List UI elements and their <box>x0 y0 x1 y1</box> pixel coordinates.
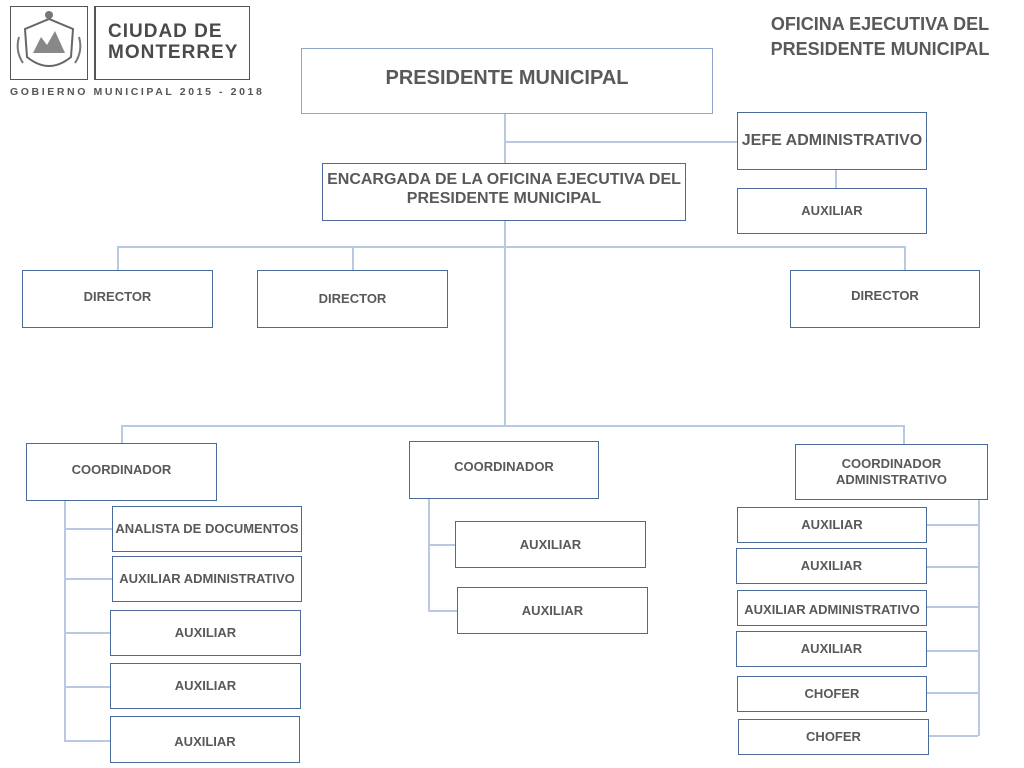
node-label: DIRECTOR <box>318 291 387 307</box>
node-label: COORDINADOR <box>454 459 554 475</box>
node-label: AUXILIAR <box>174 678 237 694</box>
connector <box>504 114 506 164</box>
connector <box>928 735 978 737</box>
node-director-2: DIRECTOR <box>257 270 448 328</box>
node-c3-item-2: AUXILIAR <box>736 548 927 584</box>
connector <box>64 528 112 530</box>
connector <box>64 632 112 634</box>
node-c2-item-1: AUXILIAR <box>455 521 646 568</box>
logo-wordmark: CIUDAD DE MONTERREY <box>96 6 250 80</box>
node-coordinador-2: COORDINADOR <box>409 441 599 499</box>
node-encargada: ENCARGADA DE LA OFICINA EJECUTIVA DEL PR… <box>322 163 686 221</box>
node-coordinador-1: COORDINADOR <box>26 443 217 501</box>
page-title-line-1: OFICINA EJECUTIVA DEL <box>770 14 990 34</box>
page-title-line-2: PRESIDENTE MUNICIPAL <box>770 39 990 60</box>
connector <box>117 246 905 248</box>
node-c3-item-3: AUXILIAR ADMINISTRATIVO <box>737 590 927 626</box>
connector <box>64 686 112 688</box>
node-label: AUXILIAR ADMINISTRATIVO <box>744 601 920 617</box>
node-c3-item-1: AUXILIAR <box>737 507 927 543</box>
node-c1-item-2: AUXILIAR ADMINISTRATIVO <box>112 556 302 602</box>
node-c2-item-2: AUXILIAR <box>457 587 648 634</box>
connector <box>117 246 119 270</box>
node-presidente: PRESIDENTE MUNICIPAL <box>301 48 713 114</box>
logo-subtitle: GOBIERNO MUNICIPAL 2015 - 2018 <box>10 86 265 98</box>
node-label: AUXILIAR <box>521 602 584 618</box>
connector <box>428 610 458 612</box>
node-c3-item-6: CHOFER <box>738 719 929 755</box>
page-title: OFICINA EJECUTIVA DEL PRESIDENTE MUNICIP… <box>740 12 1020 62</box>
connector <box>926 566 978 568</box>
city-seal-icon <box>10 6 88 80</box>
node-jefe-auxiliar: AUXILIAR <box>737 188 927 234</box>
node-director-1: DIRECTOR <box>22 270 213 328</box>
node-c1-item-5: AUXILIAR <box>110 716 300 763</box>
connector <box>428 544 456 546</box>
logo-line-1: CIUDAD DE <box>108 21 223 43</box>
node-label: JEFE ADMINISTRATIVO <box>741 132 923 150</box>
node-label: AUXILIAR <box>800 641 863 657</box>
connector <box>904 246 906 270</box>
connector <box>121 425 904 427</box>
logo-divider <box>94 6 96 80</box>
connector <box>926 692 978 694</box>
logo-line-2: MONTERREY <box>108 42 239 63</box>
connector <box>352 246 354 270</box>
logo: CIUDAD DE MONTERREY GOBIERNO MUNICIPAL 2… <box>10 6 262 102</box>
node-c1-item-3: AUXILIAR <box>110 610 301 656</box>
node-label: AUXILIAR ADMINISTRATIVO <box>119 571 295 587</box>
node-label: DIRECTOR <box>83 289 152 305</box>
connector <box>64 740 112 742</box>
connector <box>428 499 430 611</box>
node-label: COORDINADOR <box>71 462 172 478</box>
connector <box>835 169 837 188</box>
node-c3-item-5: CHOFER <box>737 676 927 712</box>
node-director-3: DIRECTOR <box>790 270 980 328</box>
connector <box>504 220 506 426</box>
node-label: AUXILIAR <box>519 536 582 552</box>
node-label: ENCARGADA DE LA OFICINA EJECUTIVA DEL PR… <box>327 170 681 207</box>
node-jefe-administrativo: JEFE ADMINISTRATIVO <box>737 112 927 170</box>
node-label: AUXILIAR <box>174 625 237 641</box>
connector <box>64 578 112 580</box>
node-label: AUXILIAR <box>801 203 863 219</box>
node-c1-item-4: AUXILIAR <box>110 663 301 709</box>
node-label: CHOFER <box>804 686 860 702</box>
node-label: AUXILIAR <box>174 733 236 749</box>
connector <box>903 425 905 444</box>
node-coordinador-administrativo: COORDINADOR ADMINISTRATIVO <box>795 444 988 500</box>
connector <box>64 500 66 741</box>
node-label: COORDINADOR ADMINISTRATIVO <box>836 456 947 487</box>
connector <box>504 141 737 143</box>
node-label: CHOFER <box>806 729 861 745</box>
node-label: PRESIDENTE MUNICIPAL <box>385 67 629 89</box>
connector <box>926 606 978 608</box>
node-label: AUXILIAR <box>801 517 863 533</box>
node-c3-item-4: AUXILIAR <box>736 631 927 667</box>
connector <box>121 425 123 444</box>
node-label: ANALISTA DE DOCUMENTOS <box>115 521 299 537</box>
connector <box>978 499 980 736</box>
node-label: AUXILIAR <box>800 558 863 574</box>
connector <box>926 524 978 526</box>
node-label: DIRECTOR <box>851 288 919 304</box>
connector <box>926 650 978 652</box>
node-c1-item-1: ANALISTA DE DOCUMENTOS <box>112 506 302 552</box>
